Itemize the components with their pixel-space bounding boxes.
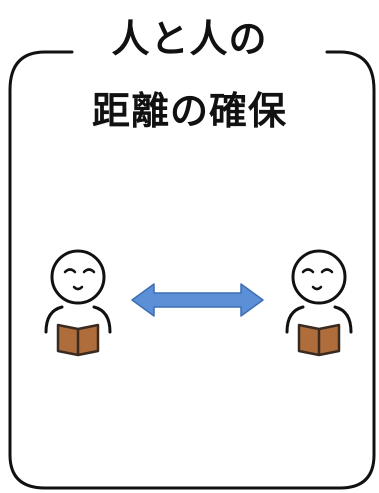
- double-arrow-icon: [131, 283, 264, 317]
- title-line-1: 人と人の: [111, 17, 268, 61]
- left-person-icon: [44, 249, 112, 357]
- title-line-2: 距離の確保: [91, 89, 287, 133]
- right-person-icon: [285, 249, 353, 357]
